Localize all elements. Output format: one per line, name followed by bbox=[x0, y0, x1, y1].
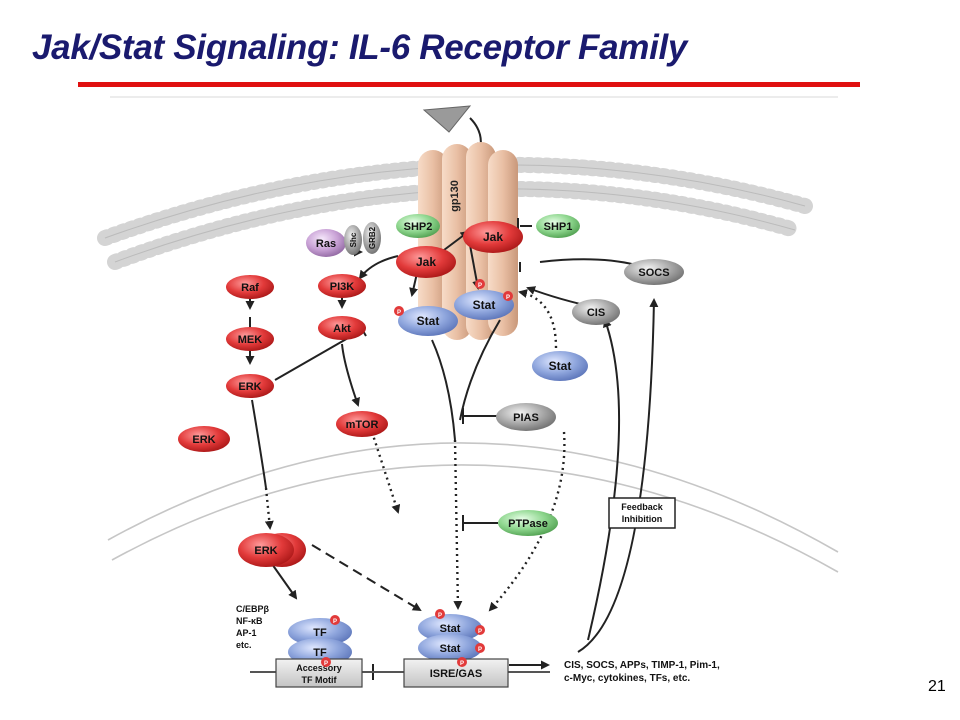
stat-free-node: Stat bbox=[532, 351, 588, 381]
shc-label: Shc bbox=[349, 232, 358, 247]
stat-dimer-upper-label: Stat bbox=[440, 623, 461, 635]
ras-label: Ras bbox=[316, 238, 336, 250]
raf-node: Raf bbox=[226, 275, 274, 299]
socs-label: SOCS bbox=[638, 267, 669, 279]
svg-text:P: P bbox=[333, 619, 337, 625]
cis-node: CIS bbox=[572, 299, 620, 325]
page-number: 21 bbox=[928, 678, 946, 695]
grb2-label: GRB2 bbox=[368, 226, 377, 249]
phospho-marker: P bbox=[475, 625, 485, 635]
svg-text:P: P bbox=[478, 629, 482, 635]
socs-node: SOCS bbox=[624, 259, 684, 285]
erk-to-stat-dashed-arrow bbox=[311, 544, 422, 612]
accessory-line2: TF Motif bbox=[302, 675, 338, 685]
tf-list-item: AP-1 bbox=[236, 628, 257, 638]
jak-right-node: Jak bbox=[463, 221, 523, 253]
tf-list-item: C/EBPβ bbox=[236, 604, 270, 614]
stat-right-node: Stat bbox=[454, 290, 514, 320]
svg-text:P: P bbox=[397, 310, 401, 316]
accessory-line1: Accessory bbox=[296, 663, 342, 673]
ptpase-node: PTPase bbox=[498, 510, 558, 536]
target-genes-line1: CIS, SOCS, APPs, TIMP-1, Pim-1, bbox=[564, 660, 720, 671]
akt-node: Akt bbox=[318, 316, 366, 340]
pi3k-label: PI3K bbox=[330, 281, 355, 293]
slide-title: Jak/Stat Signaling: IL-6 Receptor Family bbox=[32, 28, 688, 67]
isre-gas-box: ISRE/GAS bbox=[403, 658, 509, 688]
feedback-line2: Inhibition bbox=[622, 514, 663, 524]
mtor-node: mTOR bbox=[336, 411, 388, 437]
jak-left-node: Jak bbox=[396, 246, 456, 278]
shp2-node: SHP2 bbox=[396, 214, 440, 238]
phospho-marker: P bbox=[394, 306, 404, 316]
isre-gas-label: ISRE/GAS bbox=[430, 668, 483, 680]
target-genes-line2: c-Myc, cytokines, TFs, etc. bbox=[564, 673, 690, 684]
mek-node: MEK bbox=[226, 327, 274, 351]
pi3k-node: PI3K bbox=[318, 274, 366, 298]
svg-text:P: P bbox=[460, 661, 464, 667]
tf-upper-label: TF bbox=[313, 627, 327, 639]
stat-dimer: Stat Stat bbox=[418, 614, 482, 662]
erk-upper-node: ERK bbox=[226, 374, 274, 398]
phospho-marker: P bbox=[330, 615, 340, 625]
svg-text:P: P bbox=[478, 647, 482, 653]
stat-dimer-lower-label: Stat bbox=[440, 643, 461, 655]
svg-text:P: P bbox=[506, 295, 510, 301]
phospho-marker: P bbox=[475, 279, 485, 289]
title-underline bbox=[78, 82, 860, 87]
phospho-marker: P bbox=[475, 643, 485, 653]
mtor-label: mTOR bbox=[346, 419, 379, 431]
ras-node: Ras bbox=[306, 229, 346, 257]
raf-label: Raf bbox=[241, 282, 259, 294]
jak-left-label: Jak bbox=[416, 255, 436, 269]
cis-label: CIS bbox=[587, 307, 605, 319]
ptpase-label: PTPase bbox=[508, 518, 548, 530]
feedback-line1: Feedback bbox=[621, 502, 664, 512]
erk-lower-label: ERK bbox=[192, 434, 215, 446]
shc-node: Shc bbox=[344, 225, 362, 255]
svg-text:P: P bbox=[438, 613, 442, 619]
phospho-markers: P P P P P P P P P bbox=[321, 279, 513, 667]
shp2-label: SHP2 bbox=[404, 221, 433, 233]
svg-text:P: P bbox=[324, 661, 328, 667]
stat-left-node: Stat bbox=[398, 306, 458, 336]
shp1-label: SHP1 bbox=[544, 221, 573, 233]
tf-list-item: etc. bbox=[236, 640, 252, 650]
grb2-node: GRB2 bbox=[363, 222, 381, 254]
akt-label: Akt bbox=[333, 323, 351, 335]
svg-text:P: P bbox=[478, 283, 482, 289]
stat-right-label: Stat bbox=[473, 298, 496, 312]
erk-lower-node: ERK bbox=[178, 426, 230, 452]
tf-lower-label: TF bbox=[313, 647, 327, 659]
gp130-label: gp130 bbox=[449, 180, 461, 212]
shp1-node: SHP1 bbox=[536, 214, 580, 238]
stat-free-label: Stat bbox=[549, 359, 572, 373]
phospho-marker: P bbox=[321, 657, 331, 667]
erk-nuclear-label: ERK bbox=[254, 545, 277, 557]
tf-list-item: NF-κB bbox=[236, 616, 263, 626]
accessory-tf-motif-box: Accessory TF Motif bbox=[275, 658, 363, 688]
pias-node: PIAS bbox=[496, 403, 556, 431]
erk-nuclear-node: ERK bbox=[238, 533, 306, 567]
phospho-marker: P bbox=[457, 657, 467, 667]
phospho-marker: P bbox=[503, 291, 513, 301]
translocation-dotted-arrows bbox=[264, 289, 566, 612]
phospho-marker: P bbox=[435, 609, 445, 619]
pias-label: PIAS bbox=[513, 412, 539, 424]
tf-list: C/EBPβ NF-κB AP-1 etc. bbox=[236, 604, 270, 650]
nuclear-envelope bbox=[107, 442, 839, 573]
jak-right-label: Jak bbox=[483, 230, 503, 244]
stat-left-label: Stat bbox=[417, 314, 440, 328]
erk-upper-label: ERK bbox=[238, 381, 261, 393]
mek-label: MEK bbox=[238, 334, 263, 346]
ligand-triangle bbox=[422, 105, 472, 133]
feedback-inhibition-box: Feedback Inhibition bbox=[608, 497, 676, 529]
